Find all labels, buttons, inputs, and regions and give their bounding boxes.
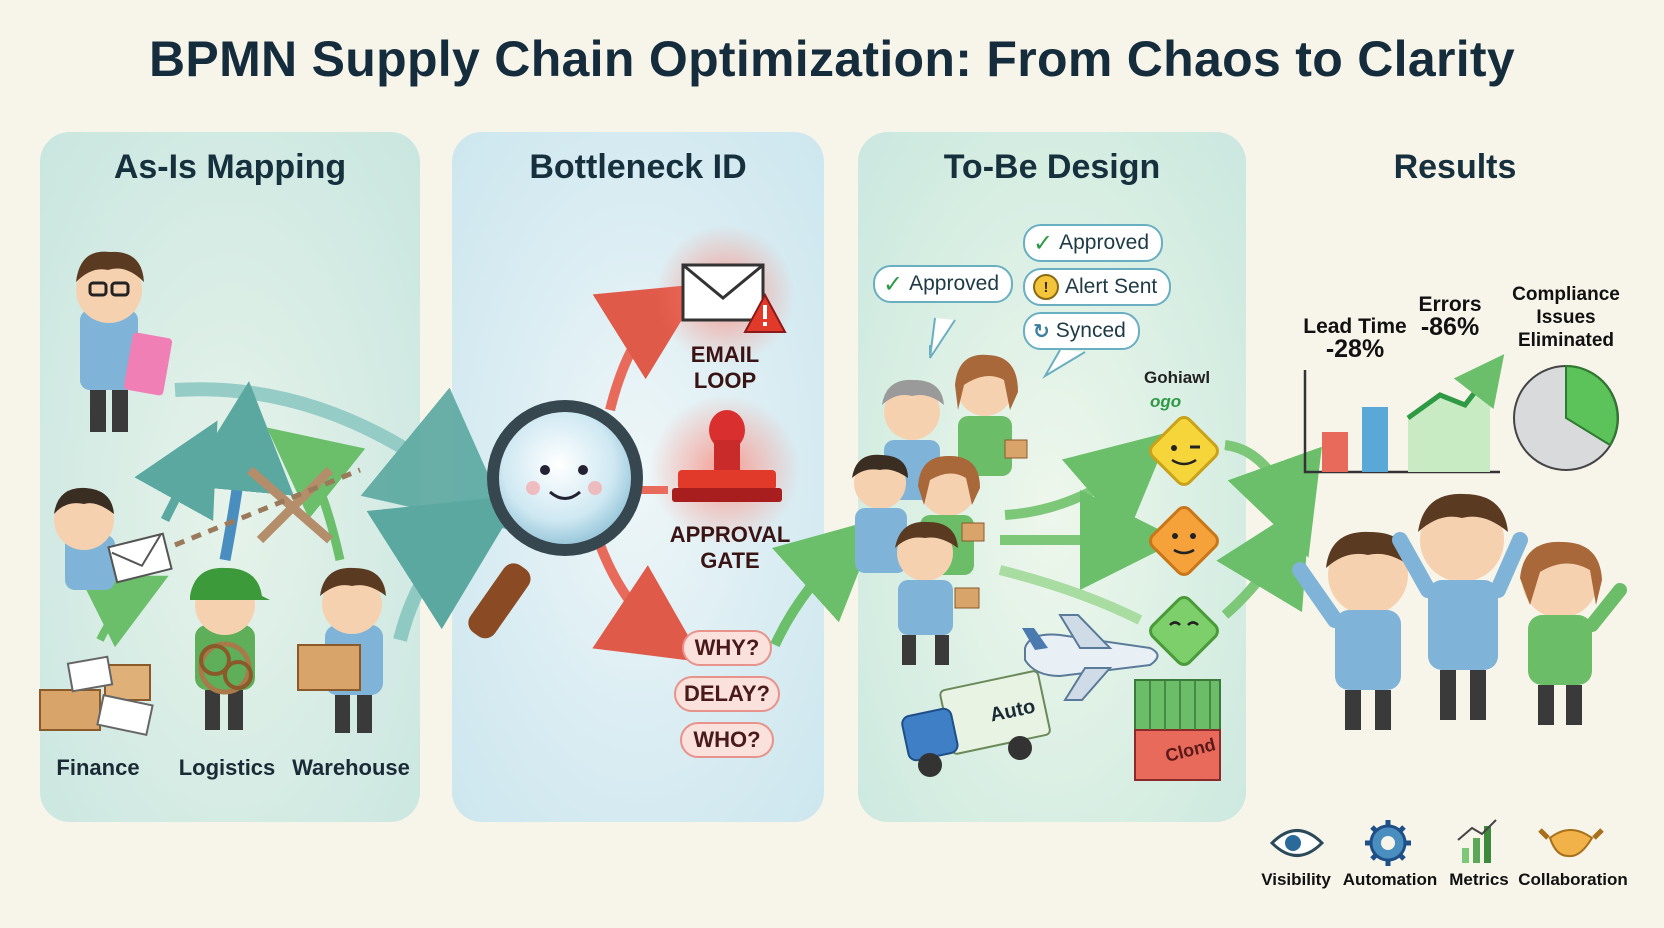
- panel-title-results: Results: [1393, 148, 1517, 186]
- check-icon: ✓: [1033, 229, 1054, 257]
- question-pill-why: WHY?: [682, 630, 772, 666]
- boxes-clutter: [39, 655, 154, 737]
- team-figures: [852, 354, 1028, 665]
- email-loop-label: EMAIL LOOP: [690, 342, 760, 393]
- errors-bar: [1362, 407, 1388, 472]
- analyst-figure: [76, 251, 173, 432]
- approval-gate-label: APPROVAL GATE: [669, 522, 791, 573]
- question-pill-who: WHO?: [680, 722, 774, 758]
- page-title: BPMN Supply Chain Optimization: From Cha…: [149, 31, 1515, 87]
- icon-label-visibility: Visibility: [1261, 870, 1331, 889]
- magnifier-icon: [468, 400, 643, 639]
- metric-compliance: Compliance Issues Eliminated: [1512, 284, 1620, 351]
- results-illustration: [1292, 354, 1627, 730]
- celebrating-team: [1292, 493, 1627, 730]
- sync-icon: ↻: [1033, 320, 1050, 343]
- dept-label-finance: Finance: [56, 755, 140, 780]
- lead-time-bar: [1322, 432, 1348, 472]
- check-icon: ✓: [883, 270, 904, 298]
- compliance-pie-slice: [1565, 364, 1619, 447]
- collaboration-icon: [1538, 828, 1604, 858]
- plane-icon: [1022, 614, 1159, 701]
- trend-area: [1408, 380, 1490, 472]
- trend-line: [1406, 354, 1505, 421]
- container-icon: [1134, 679, 1221, 781]
- metric-lead-time: Lead Time -28%: [1303, 315, 1407, 363]
- panel-title-bottleneck: Bottleneck ID: [529, 148, 747, 186]
- icon-label-collaboration: Collaboration: [1518, 870, 1628, 889]
- email-warning-icon: [681, 263, 787, 333]
- icon-label-automation: Automation: [1342, 870, 1438, 889]
- bottleneck-illustration: [468, 225, 880, 663]
- question-pill-delay: DELAY?: [674, 676, 780, 712]
- status-bubble-approved-left: ✓ Approved: [873, 265, 1014, 303]
- dept-label-logistics: Logistics: [178, 755, 276, 780]
- stamp-icon: [672, 410, 782, 502]
- to-be-illustration: [852, 317, 1322, 781]
- status-bubble-synced: ↻ Synced: [1023, 312, 1140, 350]
- alert-icon: !: [1033, 274, 1059, 300]
- status-bubble-approved-top: ✓ Approved: [1023, 224, 1164, 262]
- metric-errors: Errors -86%: [1418, 293, 1482, 341]
- finance-figure: [54, 487, 173, 590]
- panel-title-to-be: To-Be Design: [943, 148, 1161, 186]
- logistics-figure: [190, 567, 270, 730]
- dept-label-warehouse: Warehouse: [292, 755, 410, 780]
- panel-title-as-is: As-Is Mapping: [113, 148, 347, 186]
- automation-icon: [1365, 820, 1411, 866]
- gateway-label: Gohiawl: [1144, 368, 1211, 387]
- truck-icon: [901, 670, 1051, 777]
- gateway-sub-label: ogo: [1150, 392, 1182, 411]
- visibility-icon: [1269, 829, 1325, 857]
- gateway-diamonds: [1149, 416, 1219, 666]
- as-is-illustration: [39, 251, 523, 737]
- metrics-icon: [1457, 819, 1497, 863]
- warehouse-figure: [297, 567, 386, 733]
- icon-label-metrics: Metrics: [1449, 870, 1509, 889]
- status-bubble-alert: ! Alert Sent: [1023, 268, 1172, 306]
